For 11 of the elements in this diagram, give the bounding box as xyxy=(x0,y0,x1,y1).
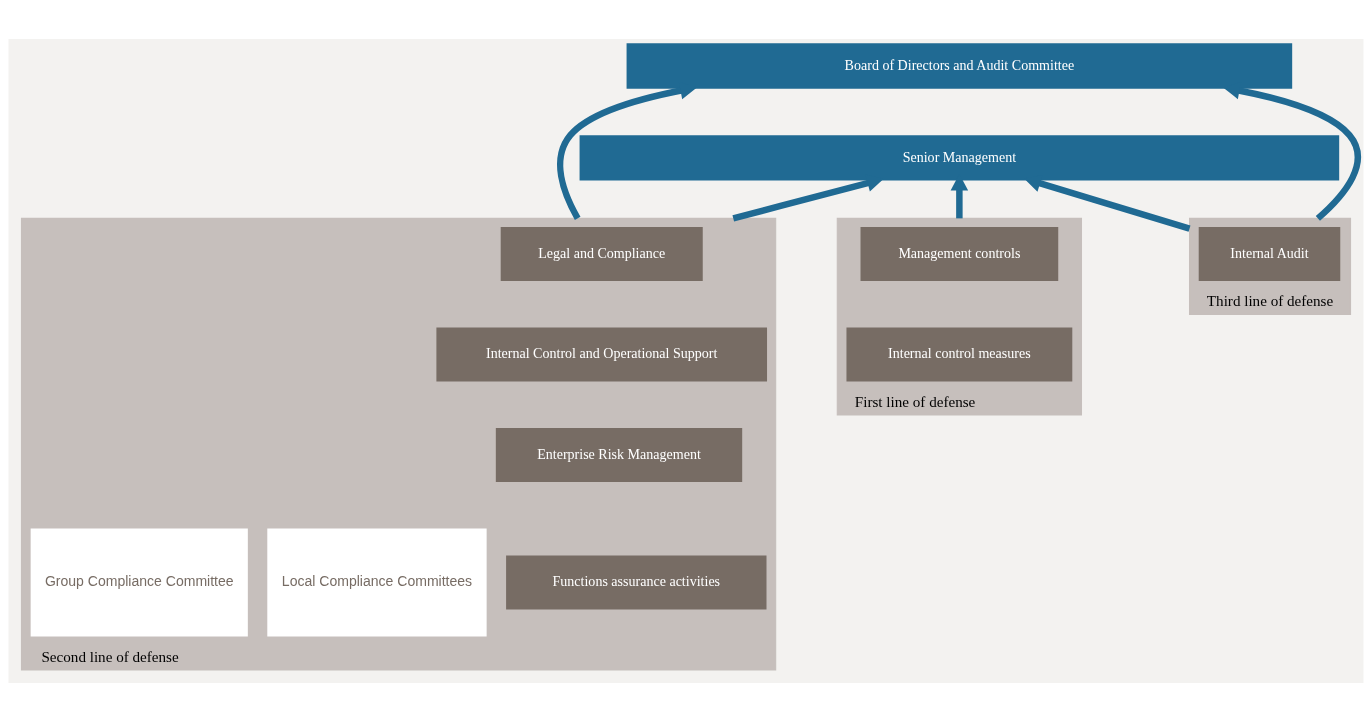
node-box: Legal and Compliance xyxy=(500,226,703,281)
node-box: Internal Control and Operational Support xyxy=(436,327,768,382)
node-box: Management controls xyxy=(860,226,1059,281)
node-box: Internal Audit xyxy=(1198,226,1341,281)
node-box: Local Compliance Committees xyxy=(267,528,487,637)
node-box: Functions assurance activities xyxy=(506,555,767,609)
node-box: Senior Management xyxy=(579,134,1340,181)
node-box: Internal control measures xyxy=(846,327,1073,382)
node-box: Board of Directors and Audit Committee xyxy=(626,42,1293,89)
node-box: Group Compliance Committee xyxy=(30,528,248,637)
node-box: Enterprise Risk Management xyxy=(495,427,743,482)
